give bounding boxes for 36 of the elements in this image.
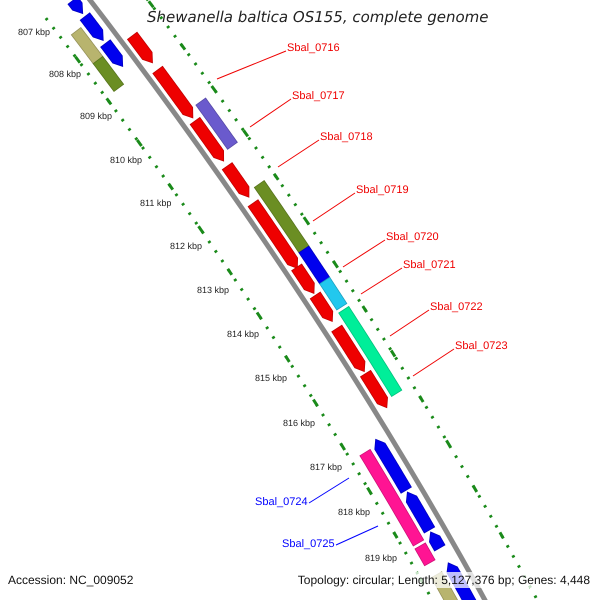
gene-label: Sbal_0718 [320, 131, 373, 143]
leader-line [336, 526, 378, 546]
leader-line [216, 50, 286, 80]
scale-label: 819 kbp [365, 553, 398, 563]
leader-line [250, 98, 292, 128]
scale-label: 817 kbp [310, 462, 342, 472]
scale-label: 814 kbp [227, 329, 260, 339]
scale-label: 810 kbp [110, 155, 142, 165]
leader-line [278, 140, 320, 168]
title: Shewanella baltica OS155, complete genome [147, 8, 488, 26]
scale-label: 815 kbp [255, 373, 288, 383]
scale-label: 807 kbp [18, 27, 50, 37]
scale-label: 813 kbp [197, 285, 230, 295]
leader-line [360, 268, 402, 294]
scale-label: 812 kbp [170, 241, 202, 251]
gene-label: Sbal_0725 [282, 538, 335, 550]
gene-label: Sbal_0721 [403, 259, 456, 271]
leader-line [412, 348, 454, 376]
scale-label: 816 kbp [283, 418, 316, 428]
leader-line [308, 478, 350, 504]
scale-label: 809 kbp [80, 111, 112, 121]
leader-line [312, 192, 356, 222]
leader-line [390, 310, 430, 336]
gene-label: Sbal_0724 [255, 496, 308, 508]
gene-label: Sbal_0719 [356, 184, 409, 196]
scale-label: 811 kbp [140, 198, 172, 208]
scale-label: 808 kbp [49, 69, 82, 79]
scale-label: 818 kbp [338, 507, 370, 517]
leader-line [342, 240, 386, 268]
gene-label: Sbal_0722 [430, 301, 483, 313]
gene-label: Sbal_0723 [455, 340, 508, 352]
gene-label: Sbal_0720 [386, 231, 439, 243]
gene-label: Sbal_0716 [287, 42, 340, 54]
accession-text: Accession: NC_009052 [6, 572, 136, 588]
genome-info-text: Topology: circular; Length: 5,127,376 bp; Genes: 4,448 [296, 572, 592, 588]
gene-label: Sbal_0717 [292, 90, 345, 102]
